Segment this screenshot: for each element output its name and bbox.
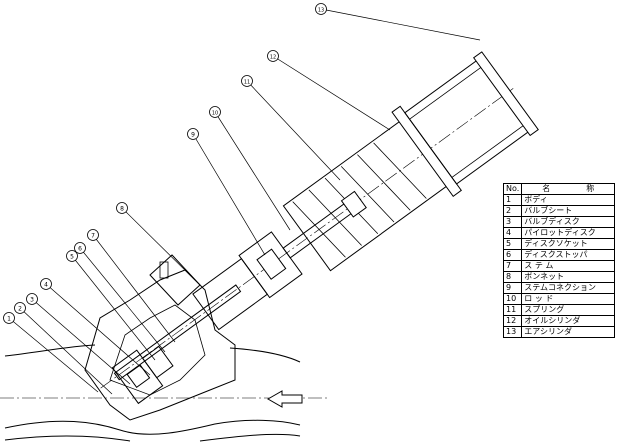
part-name: スプリング bbox=[521, 304, 616, 316]
part-no: 6 bbox=[502, 249, 523, 261]
part-name: パイロットディスク bbox=[521, 227, 616, 239]
part-no: 7 bbox=[502, 260, 523, 272]
balloon-13 bbox=[315, 3, 327, 15]
part-name: ボディ bbox=[521, 194, 616, 206]
flow-arrow-icon bbox=[266, 390, 303, 408]
balloon-4 bbox=[40, 278, 52, 290]
part-no: 2 bbox=[502, 205, 523, 217]
balloon-5-label: 5 bbox=[70, 254, 74, 261]
balloon-6 bbox=[74, 242, 86, 254]
bonnet-flange bbox=[149, 254, 201, 306]
part-name: バルブシート bbox=[521, 205, 616, 217]
pilot-disc bbox=[126, 364, 151, 389]
balloon-8-label: 8 bbox=[120, 206, 124, 213]
part-no: 3 bbox=[502, 216, 523, 228]
balloon-11-label: 11 bbox=[244, 80, 250, 86]
cylinder-flange bbox=[391, 105, 462, 197]
part-no: 4 bbox=[502, 227, 523, 239]
valve-body-inner bbox=[109, 304, 206, 396]
pipe-top-contour bbox=[4, 344, 301, 363]
pipe-bottom-contour bbox=[4, 419, 301, 435]
balloon-5 bbox=[66, 250, 78, 262]
spring-seat bbox=[340, 190, 367, 218]
part-no: 12 bbox=[502, 315, 523, 327]
balloon-1 bbox=[3, 312, 15, 324]
part-name: ロ ッ ド bbox=[521, 293, 616, 305]
part-no: 11 bbox=[502, 304, 523, 316]
part-no: 5 bbox=[502, 238, 523, 250]
balloon-leaders bbox=[8, 8, 481, 395]
balloons: 1 2 3 4 5 6 7 8 9 10 11 12 13 bbox=[3, 3, 327, 324]
part-name: ディスクソケット bbox=[521, 238, 616, 250]
part-name: バルブディスク bbox=[521, 216, 616, 228]
balloon-3-label: 3 bbox=[30, 297, 34, 304]
part-name: ボンネット bbox=[521, 271, 616, 283]
header-name: 名称 bbox=[521, 183, 616, 195]
air-cylinder-tierod-top bbox=[409, 63, 487, 120]
balloon-7 bbox=[87, 229, 99, 241]
balloon-12-label: 12 bbox=[270, 55, 276, 61]
valve-body bbox=[84, 269, 236, 421]
part-no: 9 bbox=[502, 282, 523, 294]
part-name: ステムコネクション bbox=[521, 282, 616, 294]
parts-table-header-row: No. 名称 bbox=[502, 183, 616, 195]
balloon-3 bbox=[26, 293, 38, 305]
balloon-9-label: 9 bbox=[191, 132, 195, 139]
actuator-assembly bbox=[100, 51, 539, 389]
balloon-7-label: 7 bbox=[91, 233, 95, 240]
part-no: 13 bbox=[502, 326, 523, 338]
header-name-right: 称 bbox=[586, 184, 595, 193]
part-name: ディスクストッパ bbox=[521, 249, 616, 261]
air-cylinder-end-cap bbox=[473, 51, 539, 137]
disc-assembly bbox=[111, 345, 174, 405]
part-no: 1 bbox=[502, 194, 523, 206]
stem-connection-block bbox=[256, 248, 287, 280]
air-cylinder-tierod-bottom bbox=[451, 121, 529, 178]
balloon-1-label: 1 bbox=[7, 316, 11, 323]
part-no: 10 bbox=[502, 293, 523, 305]
balloon-10-label: 10 bbox=[212, 111, 218, 117]
stem bbox=[113, 284, 242, 381]
part-name: エアシリンダ bbox=[521, 326, 616, 338]
bonnet-bolt bbox=[159, 261, 169, 279]
header-no: No. bbox=[502, 183, 523, 195]
part-name: オイルシリンダ bbox=[521, 315, 616, 327]
pipe-bottom-contour-2 bbox=[4, 433, 301, 442]
balloon-11 bbox=[241, 75, 253, 87]
balloon-12 bbox=[267, 50, 279, 62]
balloon-9 bbox=[187, 128, 199, 140]
disc-socket bbox=[141, 345, 174, 379]
balloon-4-label: 4 bbox=[44, 282, 48, 289]
balloon-10 bbox=[209, 106, 221, 118]
balloon-8 bbox=[116, 202, 128, 214]
header-name-left: 名 bbox=[542, 184, 551, 193]
part-name: ス テ ム bbox=[521, 260, 616, 272]
balloon-6-label: 6 bbox=[78, 246, 82, 253]
part-no: 8 bbox=[502, 271, 523, 283]
balloon-2 bbox=[14, 302, 26, 314]
balloon-13-label: 13 bbox=[318, 8, 324, 14]
balloon-2-label: 2 bbox=[18, 306, 22, 313]
